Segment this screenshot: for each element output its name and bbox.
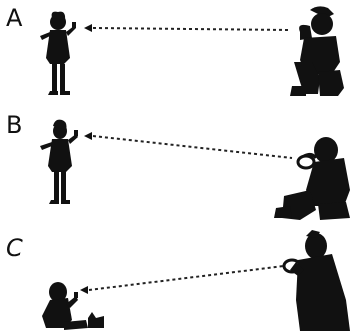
standing-adult-silhouette [282, 230, 350, 331]
kneeling-adult-silhouette [290, 6, 344, 96]
panel-c [42, 230, 350, 331]
panel-label-a: A [6, 4, 23, 32]
standing-child-silhouette [40, 119, 78, 204]
seated-adult-silhouette [274, 137, 350, 220]
receiver-marker [84, 24, 92, 32]
dotted-line [92, 27, 291, 31]
panel-label-b: B [6, 111, 23, 139]
panel-a [40, 6, 344, 96]
panel-label-c: C [6, 234, 23, 262]
dotted-line [88, 265, 285, 291]
receiver-marker [84, 132, 92, 140]
panel-b [40, 119, 350, 220]
standing-child-silhouette [40, 11, 76, 95]
dotted-line [92, 135, 293, 159]
receiver-marker [80, 286, 88, 294]
seated-toddler-silhouette [42, 282, 104, 330]
